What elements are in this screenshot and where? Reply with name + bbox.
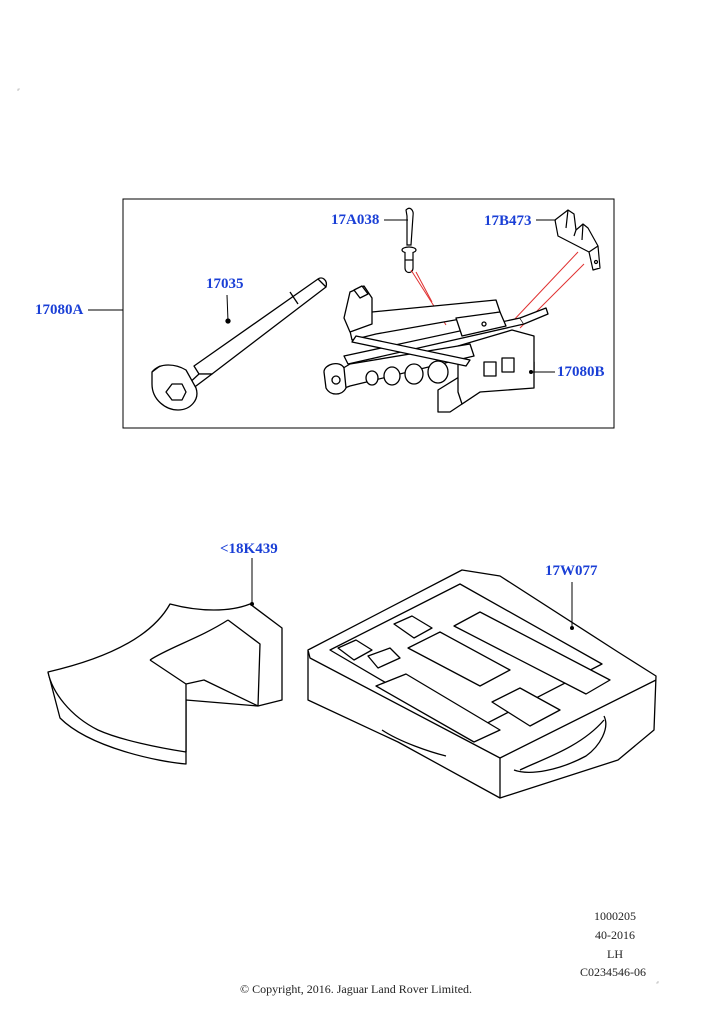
scissor-jack-part[interactable]: [323, 285, 549, 413]
corner-mark-top-left: [17, 88, 20, 91]
callout-18K439[interactable]: <18K439: [220, 541, 278, 557]
callout-17035[interactable]: 17035: [206, 276, 244, 292]
info-code: C0234546-06: [580, 965, 646, 979]
callout-17B473[interactable]: 17B473: [484, 213, 532, 229]
callout-17080B[interactable]: 17080B: [557, 364, 605, 380]
info-ref: 1000205: [594, 909, 636, 923]
leader-17035: [226, 294, 229, 322]
callout-17080A[interactable]: 17080A: [35, 302, 84, 318]
info-side: LH: [607, 947, 623, 961]
leader-dot-18K439: [250, 602, 254, 606]
leader-dot-17080B: [529, 370, 533, 374]
assembly-frame: [122, 198, 615, 429]
info-date: 40-2016: [595, 928, 635, 942]
jack-handle-part[interactable]: [401, 207, 417, 274]
wheel-wrench-part[interactable]: [151, 277, 328, 411]
foam-block-part[interactable]: [47, 603, 283, 765]
bracket-part[interactable]: [554, 209, 601, 271]
corner-mark-bottom-right: [656, 981, 659, 984]
callout-17A038[interactable]: 17A038: [331, 212, 380, 228]
leader-dot-17W077: [570, 626, 574, 630]
copyright-notice: © Copyright, 2016. Jaguar Land Rover Lim…: [239, 982, 473, 996]
storage-tray-part[interactable]: [307, 569, 657, 799]
callout-17W077[interactable]: 17W077: [545, 563, 598, 579]
